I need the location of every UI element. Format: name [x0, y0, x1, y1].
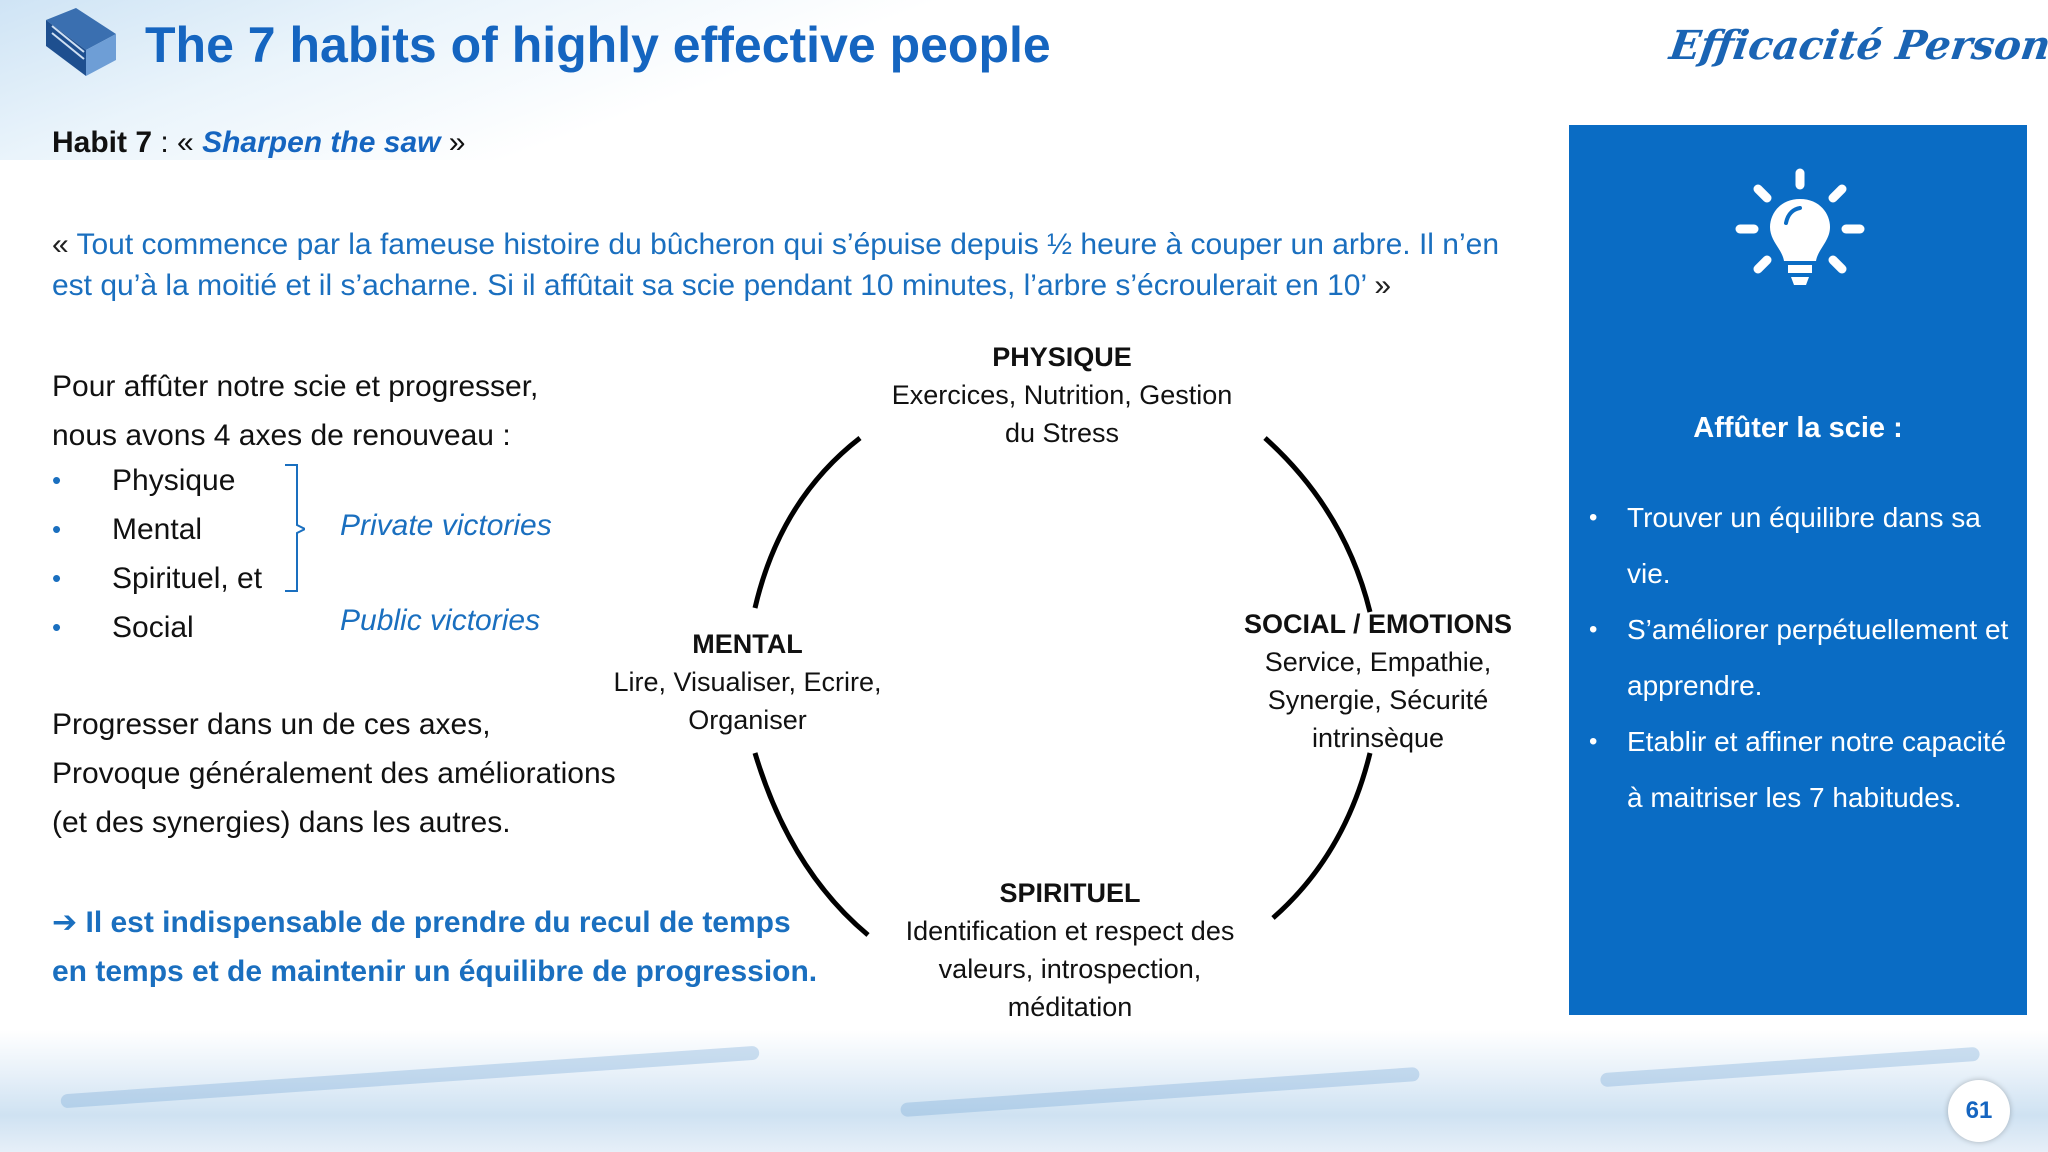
axis-label: Spirituel, et — [112, 562, 263, 595]
node-text: valeurs, introspection, — [938, 954, 1202, 984]
list-item: • Physique — [52, 456, 372, 505]
lightbulb-icon — [1735, 168, 1865, 285]
bullet-icon: • — [1589, 728, 1598, 755]
node-text: Exercices, Nutrition, Gestion — [891, 380, 1233, 410]
conclusion-line-text: Il est indispensable de prendre du recul… — [85, 906, 791, 939]
node-mental: MENTAL Lire, Visualiser, Ecrire, Organis… — [580, 625, 915, 739]
habit-name: Sharpen the saw — [202, 126, 441, 159]
axis-label: Physique — [112, 464, 236, 497]
cycle-arc-top-left — [752, 436, 862, 609]
conclusion-line: en temps et de maintenir un équilibre de… — [52, 955, 818, 988]
intro-text: Pour affûter notre scie et progresser, n… — [52, 362, 712, 460]
habit-close: » — [440, 126, 466, 159]
footer-background — [0, 1030, 2048, 1152]
private-victories-label: Private victories — [340, 509, 552, 542]
bracket-icon — [285, 464, 305, 592]
intro-line: Pour affûter notre scie et progresser, — [52, 370, 539, 403]
habit-separator: : « — [152, 126, 203, 159]
page-number: 61 — [1948, 1080, 2010, 1142]
axes-list: • Physique • Mental • Spirituel, et • Social — [52, 456, 372, 652]
list-item: • Mental — [52, 505, 372, 554]
quote-close: » — [1366, 269, 1392, 302]
node-text: du Stress — [1004, 418, 1120, 448]
bullet-icon: • — [52, 465, 62, 495]
node-heading: SOCIAL / EMOTIONS — [1243, 609, 1513, 639]
arrow-right-icon: ➔ — [52, 906, 86, 939]
node-text: Synergie, Sécurité — [1267, 685, 1489, 715]
book-icon — [46, 8, 116, 76]
list-item: • Etablir et affiner notre capacité à mai… — [1585, 714, 2015, 826]
node-social: SOCIAL / EMOTIONS Service, Empathie, Syn… — [1218, 605, 1538, 757]
quote-text: Tout commence par la fameuse histoire du… — [52, 228, 1500, 302]
progress-line: Progresser dans un de ces axes, — [52, 708, 491, 741]
bullet-icon: • — [52, 514, 62, 544]
cycle-arc-bottom-right — [1271, 752, 1373, 920]
habit-heading: Habit 7 : « Sharpen the saw » — [52, 126, 466, 160]
node-heading: PHYSIQUE — [992, 342, 1132, 372]
node-text: Organiser — [688, 705, 807, 735]
progress-text: Progresser dans un de ces axes, Provoque… — [52, 700, 732, 847]
axis-label: Social — [112, 611, 194, 644]
lumberjack-quote: « Tout commence par la fameuse histoire … — [52, 224, 1542, 306]
cycle-arc-bottom-left — [752, 752, 870, 937]
quote-open: « — [52, 228, 77, 261]
node-text: Lire, Visualiser, Ecrire, — [613, 667, 882, 697]
axis-label: Mental — [112, 513, 203, 546]
public-victories-label: Public victories — [340, 604, 541, 637]
bullet-icon: • — [1589, 504, 1598, 531]
intro-line: nous avons 4 axes de renouveau : — [52, 419, 511, 452]
conclusion-text: ➔ Il est indispensable de prendre du rec… — [52, 898, 872, 996]
cycle-arc-top-right — [1263, 436, 1373, 613]
node-text: Identification et respect des — [905, 916, 1235, 946]
node-heading: SPIRITUEL — [999, 878, 1141, 908]
bullet-icon: • — [52, 612, 62, 642]
panel-item-text: S’améliorer perpétuellement et apprendre… — [1627, 614, 2009, 701]
bullet-icon: • — [52, 563, 62, 593]
node-text: méditation — [1007, 992, 1133, 1022]
node-physique: PHYSIQUE Exercices, Nutrition, Gestion d… — [842, 338, 1282, 452]
panel-item-text: Trouver un équilibre dans sa vie. — [1627, 502, 1981, 589]
list-item: • S’améliorer perpétuellement et apprendr… — [1585, 602, 2015, 714]
progress-line: Provoque généralement des améliorations — [52, 757, 616, 790]
list-item: • Spirituel, et — [52, 554, 372, 603]
panel-item-text: Etablir et affiner notre capacité à mait… — [1627, 726, 2007, 813]
node-text: Service, Empathie, — [1264, 647, 1492, 677]
node-text: intrinsèque — [1311, 723, 1445, 753]
list-item: • Trouver un équilibre dans sa vie. — [1585, 490, 2015, 602]
node-spirituel: SPIRITUEL Identification et respect des … — [870, 874, 1270, 1026]
habit-label: Habit 7 — [52, 126, 153, 159]
page-title: The 7 habits of highly effective people — [145, 17, 1051, 73]
tip-panel — [1569, 125, 2027, 1015]
panel-title: Affûter la scie : — [1693, 412, 1903, 444]
progress-line: (et des synergies) dans les autres. — [52, 806, 511, 839]
node-heading: MENTAL — [692, 629, 803, 659]
list-item: • Social — [52, 603, 372, 652]
bullet-icon: • — [1589, 616, 1598, 643]
panel-list: • Trouver un équilibre dans sa vie. • S’am… — [1585, 490, 2015, 826]
conclusion-line: ➔ Il est indispensable de prendre du rec… — [52, 898, 872, 947]
